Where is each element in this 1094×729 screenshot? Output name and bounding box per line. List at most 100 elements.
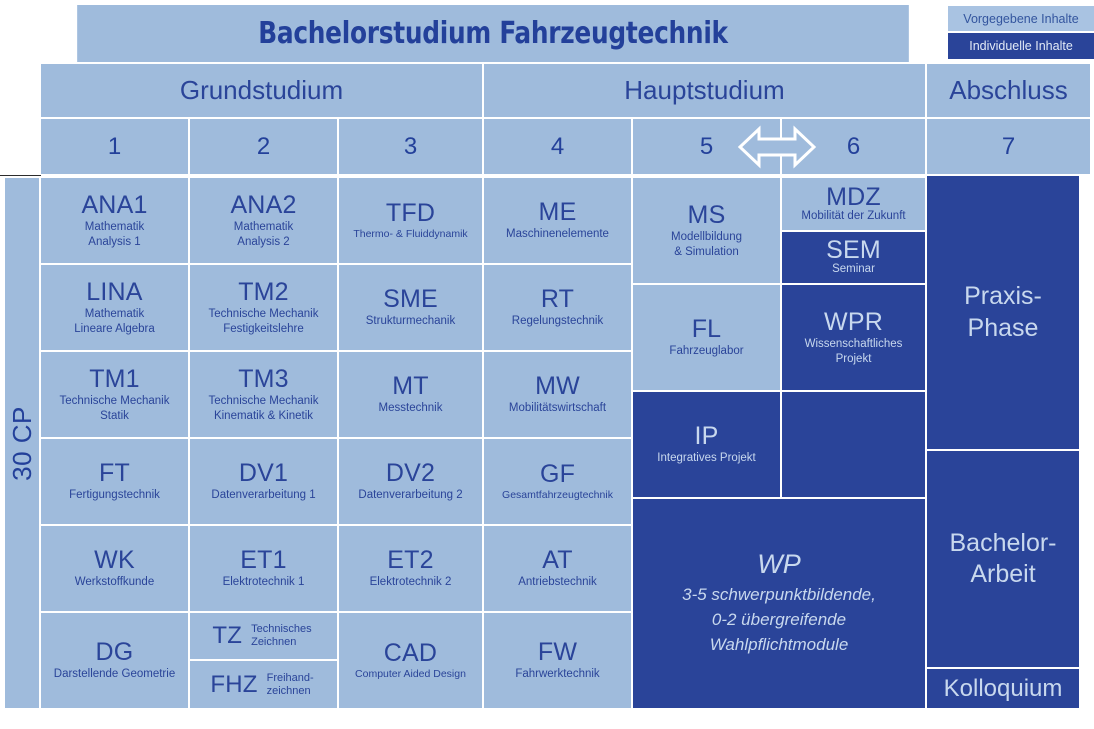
module-IP[interactable]: IP Integratives Projekt [633, 392, 780, 497]
module-code: WP [757, 548, 801, 579]
module-desc: Freihand- zeichnen [266, 671, 314, 697]
module-desc: Technische Mechanik Festigkeitslehre [208, 308, 319, 335]
credits-label: 30 CP [6, 405, 37, 481]
phase-hauptstudium-label: Hauptstudium [624, 75, 785, 105]
module-code: DG [95, 638, 134, 667]
semester-6-header: 6 [782, 119, 925, 174]
page-title-text: Bachelorstudium Fahrzeugtechnik [258, 16, 728, 51]
module-bachelorarbeit[interactable]: Bachelor- Arbeit [927, 451, 1079, 667]
semester-4-label: 4 [550, 132, 565, 160]
module-ME[interactable]: ME Maschinenelemente [484, 178, 631, 263]
module-code: MDZ [826, 182, 881, 211]
module-desc: Regelungstechnik [511, 315, 604, 328]
module-RT[interactable]: RT Regelungstechnik [484, 265, 631, 350]
credits-rail: 30 CP [5, 178, 39, 708]
module-desc: Integratives Projekt [657, 452, 756, 465]
module-TM2[interactable]: TM2 Technische Mechanik Festigkeitslehre [190, 265, 337, 350]
module-desc: Elektrotechnik 1 [222, 576, 305, 589]
module-FL[interactable]: FL Fahrzeuglabor [633, 285, 780, 390]
phase-grundstudium-label: Grundstudium [179, 75, 344, 105]
module-code: SME [383, 285, 438, 314]
module-code: MT [392, 372, 429, 401]
module-code: FW [537, 638, 578, 667]
module-SEM[interactable]: SEM Seminar [782, 232, 925, 283]
module-DV1[interactable]: DV1 Datenverarbeitung 1 [190, 439, 337, 524]
module-DG[interactable]: DG Darstellende Geometrie [41, 613, 188, 708]
module-code: ANA1 [81, 191, 148, 219]
phase-grundstudium: Grundstudium [41, 64, 482, 117]
legend-individual: Individuelle Inhalte [948, 33, 1094, 59]
module-code: Bachelor- Arbeit [949, 528, 1057, 588]
semester-5-label: 5 [699, 132, 714, 160]
module-WK[interactable]: WK Werkstoffkunde [41, 526, 188, 611]
module-ET2[interactable]: ET2 Elektrotechnik 2 [339, 526, 482, 611]
module-MT[interactable]: MT Messtechnik [339, 352, 482, 437]
phase-hauptstudium: Hauptstudium [484, 64, 925, 117]
semester-3-label: 3 [403, 132, 418, 160]
module-TFD[interactable]: TFD Thermo- & Fluiddynamik [339, 178, 482, 263]
semester-6-label: 6 [846, 132, 861, 160]
module-code: IP [694, 422, 719, 451]
module-desc: Mobilität der Zukunft [801, 209, 906, 222]
module-WPR[interactable]: WPR Wissenschaftliches Projekt [782, 285, 925, 390]
module-code: GF [539, 459, 576, 488]
module-desc: Thermo- & Fluiddynamik [353, 228, 468, 241]
module-code: ET2 [387, 546, 434, 575]
module-CAD[interactable]: CAD Computer Aided Design [339, 613, 482, 708]
module-code: ANA2 [230, 191, 297, 219]
semester-5-header: 5 [633, 119, 780, 174]
module-ANA2[interactable]: ANA2 Mathematik Analysis 2 [190, 178, 337, 263]
module-code: RT [540, 285, 575, 314]
module-LINA[interactable]: LINA Mathematik Lineare Algebra [41, 265, 188, 350]
module-code: TZ [212, 622, 243, 650]
module-code: Praxis- Phase [964, 282, 1042, 342]
module-code: TM1 [89, 365, 140, 393]
module-GF[interactable]: GF Gesamtfahrzeugtechnik [484, 439, 631, 524]
module-SME[interactable]: SME Strukturmechanik [339, 265, 482, 350]
module-MW[interactable]: MW Mobilitätswirtschaft [484, 352, 631, 437]
module-kolloquium[interactable]: Kolloquium [927, 669, 1079, 708]
module-AT[interactable]: AT Antriebstechnik [484, 526, 631, 611]
module-code: TM3 [238, 365, 289, 393]
module-ANA1[interactable]: ANA1 Mathematik Analysis 1 [41, 178, 188, 263]
module-desc: Mobilitätswirtschaft [508, 402, 607, 415]
semester-2-header: 2 [190, 119, 337, 174]
module-FW[interactable]: FW Fahrwerktechnik [484, 613, 631, 708]
module-FHZ[interactable]: FHZ Freihand- zeichnen [190, 661, 337, 708]
module-desc: Messtechnik [378, 402, 443, 415]
module-code: Kolloquium [943, 674, 1063, 702]
module-code: MW [535, 372, 580, 401]
module-praxisphase[interactable]: Praxis- Phase [927, 176, 1079, 449]
legend-predefined-label: Vorgegebene Inhalte [963, 11, 1079, 26]
semester-7-header: 7 [927, 119, 1090, 174]
module-desc: Maschinenelemente [506, 228, 609, 241]
semester-4-header: 4 [484, 119, 631, 174]
module-TZ[interactable]: TZ Technisches Zeichnen [190, 613, 337, 659]
module-desc: Elektrotechnik 2 [369, 576, 452, 589]
module-code: CAD [383, 638, 438, 667]
semester-7-label: 7 [1001, 132, 1016, 160]
semester-2-label: 2 [256, 132, 271, 160]
module-MDZ[interactable]: MDZ Mobilität der Zukunft [782, 178, 925, 230]
module-desc: Technische Mechanik Statik [59, 395, 170, 422]
module-desc: Mathematik Lineare Algebra [74, 308, 155, 335]
module-code: TFD [385, 198, 436, 227]
module-ET1[interactable]: ET1 Elektrotechnik 1 [190, 526, 337, 611]
module-desc: Mathematik Analysis 2 [233, 221, 294, 248]
module-desc: Fahrzeuglabor [669, 345, 744, 358]
module-desc: Fertigungstechnik [69, 489, 160, 502]
module-WP[interactable]: WP 3-5 schwerpunktbildende, 0-2 übergrei… [633, 499, 925, 708]
module-TM1[interactable]: TM1 Technische Mechanik Statik [41, 352, 188, 437]
module-code: ME [538, 198, 577, 227]
module-FT[interactable]: FT Fertigungstechnik [41, 439, 188, 524]
module-MS[interactable]: MS Modellbildung & Simulation [633, 178, 780, 283]
module-DV2[interactable]: DV2 Datenverarbeitung 2 [339, 439, 482, 524]
module-code: SEM [826, 236, 881, 265]
semester-1-header: 1 [41, 119, 188, 174]
module-code: TM2 [238, 278, 289, 306]
module-TM3[interactable]: TM3 Technische Mechanik Kinematik & Kine… [190, 352, 337, 437]
module-code: AT [542, 546, 573, 575]
module-code: MS [687, 201, 726, 229]
module-code: LINA [86, 278, 143, 306]
module-code: DV1 [238, 459, 289, 488]
